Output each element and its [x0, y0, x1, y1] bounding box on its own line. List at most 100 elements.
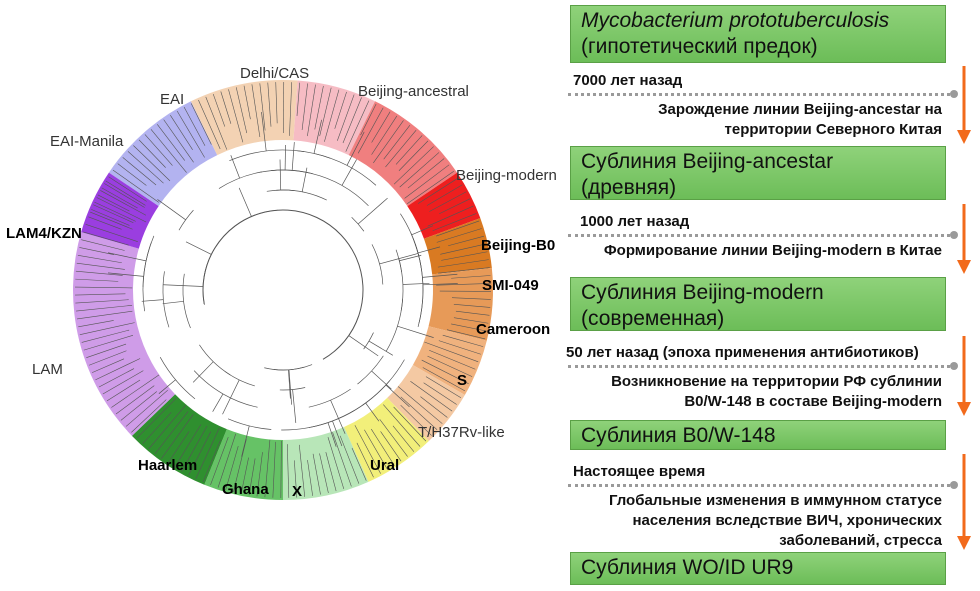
leaf-branch	[233, 439, 247, 493]
internal-branch	[222, 379, 240, 415]
leaf-branch	[439, 198, 471, 215]
dotted-separator	[568, 365, 956, 368]
leaf-branch	[354, 425, 381, 474]
internal-branch	[357, 197, 388, 225]
leaf-branch	[105, 180, 146, 206]
leaf-branch	[398, 140, 429, 171]
transition-event: Глобальные изменения в иммунном статусе …	[609, 491, 942, 551]
leaf-branch	[97, 194, 130, 212]
leaf-branch	[251, 84, 261, 138]
event-line: территории Северного Китая	[724, 121, 942, 138]
leaf-branch	[373, 120, 404, 164]
internal-branch	[422, 283, 458, 286]
clade-label-beijing-modern: Beijing-modern	[456, 167, 557, 184]
stage-prototuberculosis: Mycobacterium prototuberculosis (гипотет…	[570, 5, 946, 63]
leaf-branch	[298, 444, 306, 497]
event-line: B0/W-148 в составе Beijing-modern	[684, 393, 942, 410]
leaf-branch	[400, 396, 438, 430]
leaf-branch	[98, 368, 135, 388]
internal-branch	[361, 359, 405, 406]
leaf-branch	[100, 190, 147, 216]
leaf-branch	[259, 83, 266, 131]
leaf-branch	[91, 209, 130, 226]
leaf-branch	[371, 111, 391, 143]
leaf-branch	[400, 404, 432, 436]
internal-branch	[212, 393, 224, 412]
internal-branch	[273, 366, 305, 371]
clade-label-delhi-cas: Delhi/CAS	[240, 65, 309, 82]
internal-branch	[402, 282, 430, 285]
tree-branches	[75, 82, 491, 498]
leaf-branch	[383, 404, 421, 447]
event-line: Возникновение на территории РФ сублинии	[611, 373, 942, 390]
leaf-branch	[174, 424, 202, 468]
clade-label-t-h37rv: T/H37Rv-like	[418, 424, 505, 441]
root-arc	[202, 209, 364, 360]
internal-branch	[218, 171, 263, 189]
leaf-branch	[371, 115, 398, 155]
leaf-branch	[307, 84, 316, 137]
internal-branch	[261, 112, 267, 152]
internal-branch	[411, 225, 434, 236]
leaf-branch	[122, 157, 157, 186]
leaf-branch	[157, 124, 186, 161]
dotted-separator	[568, 484, 956, 487]
leaf-branch	[75, 270, 123, 276]
leaf-branch	[75, 299, 129, 304]
leaf-branch	[102, 370, 144, 395]
leaf-branch	[451, 275, 491, 279]
clade-label-cameroon: Cameroon	[476, 321, 550, 338]
clade-sector	[73, 232, 176, 436]
leaf-branch	[142, 412, 172, 444]
internal-branch	[107, 272, 144, 277]
internal-branch	[368, 340, 394, 356]
internal-branch	[162, 300, 184, 305]
internal-branch	[182, 273, 191, 329]
leaf-branch	[294, 460, 298, 498]
stage-title: Сублиния Beijing-ancestar	[581, 150, 834, 173]
leaf-branch	[319, 87, 332, 137]
leaf-branch	[83, 231, 129, 246]
internal-branch	[351, 217, 365, 232]
clade-label-haarlem: Haarlem	[138, 457, 197, 474]
internal-branch	[193, 370, 258, 408]
leaf-branch	[455, 310, 490, 316]
stage-beijing-ancestar: Сублиния Beijing-ancestar (древняя)	[570, 146, 946, 200]
clade-label-lam4-kzn: LAM4/KZN	[6, 225, 82, 242]
leaf-branch	[275, 82, 278, 124]
leaf-branch	[235, 87, 248, 134]
leaf-branch	[240, 457, 249, 494]
clade-sector	[293, 80, 376, 156]
leaf-branch	[210, 437, 229, 486]
transition-event: Возникновение на территории РФ сублинии …	[611, 372, 942, 412]
leaf-branch	[81, 239, 125, 251]
leaf-branch	[272, 441, 276, 498]
leaf-branch	[104, 183, 145, 208]
internal-branch	[142, 242, 152, 312]
leaf-branch	[76, 262, 125, 270]
leaf-branch	[183, 106, 206, 146]
leaf-branch	[380, 431, 402, 462]
leaf-branch	[75, 293, 126, 296]
leaf-branch	[144, 134, 173, 166]
leaf-branch	[181, 425, 208, 472]
dotted-separator	[568, 93, 956, 96]
leaf-branch	[280, 440, 282, 498]
internal-branch	[241, 425, 250, 457]
clade-sector	[387, 365, 465, 442]
leaf-branch	[188, 431, 212, 476]
leaf-branch	[432, 213, 477, 232]
leaf-branch	[287, 444, 290, 498]
clade-label-beijing-b0: Beijing-B0	[481, 237, 555, 254]
leaf-branch	[264, 439, 271, 498]
leaf-branch	[95, 358, 141, 381]
leaf-branch	[91, 358, 125, 373]
leaf-branch	[163, 119, 194, 163]
leaf-branch	[364, 429, 388, 470]
leaf-branch	[342, 97, 362, 144]
leaf-branch	[85, 224, 138, 242]
event-line: Формирование линии Beijing-modern в Кита…	[603, 242, 942, 259]
leaf-branch	[451, 297, 491, 300]
internal-branch	[107, 252, 147, 262]
clade-sector	[108, 101, 218, 207]
